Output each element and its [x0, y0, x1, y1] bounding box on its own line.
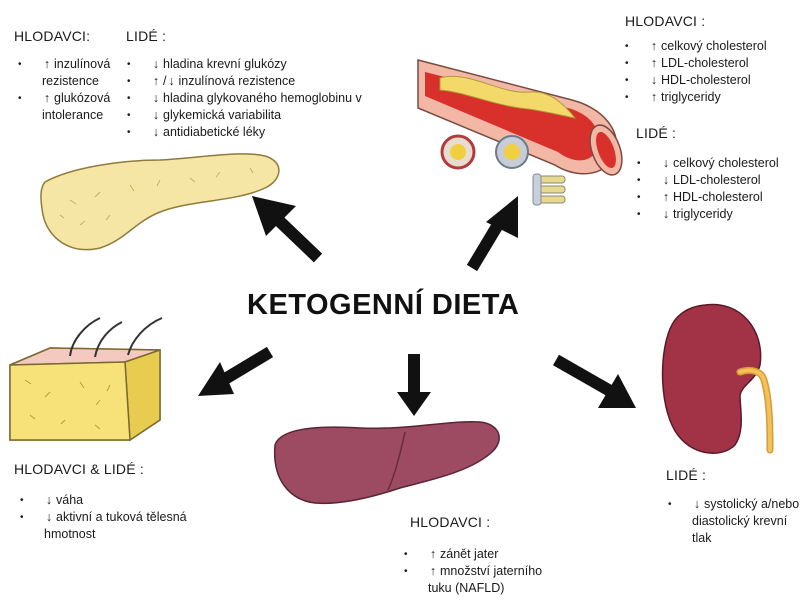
list-item: ↑množství jaterního tuku (NAFLD) — [404, 563, 569, 597]
arrow-down-icon: ↓ — [151, 56, 161, 73]
arrow-to-vessel — [472, 196, 518, 268]
list-item: ↑LDL-cholesterol — [625, 55, 810, 72]
vessel-humans-list: ↓celkový cholesterol ↓LDL-cholesterol ↑H… — [637, 155, 809, 223]
arrow-down-icon: ↓ — [661, 172, 671, 189]
arrow-up-icon: ↑ — [42, 56, 52, 73]
arrow-up-icon: ↑ — [649, 55, 659, 72]
list-item: ↓LDL-cholesterol — [637, 172, 809, 189]
adipose-list: ↓váha ↓aktivní a tuková tělesná hmotnost — [20, 492, 220, 543]
list-item: ↑triglyceridy — [625, 89, 810, 106]
adipose-tissue-illustration — [10, 318, 162, 440]
arrow-down-icon: ↓ — [692, 496, 702, 513]
arrow-to-kidney — [556, 360, 636, 408]
liver-list: ↑zánět jater ↑množství jaterního tuku (N… — [404, 546, 569, 597]
arrow-down-icon: ↓ — [151, 107, 161, 124]
list-item: ↓aktivní a tuková tělesná hmotnost — [20, 509, 220, 543]
arrow-to-pancreas — [252, 196, 318, 258]
list-item: ↓systolický a/nebo diastolický krevní tl… — [668, 496, 808, 547]
arrow-down-icon: ↓ — [151, 124, 161, 141]
pancreas-rodents-list: ↑inzulínová rezistence ↑glukózová intole… — [18, 56, 126, 124]
list-item: ↓glykemická variabilita — [127, 107, 412, 124]
list-item: ↑glukózová intolerance — [18, 90, 126, 124]
arrow-down-icon: ↓ — [649, 72, 659, 89]
list-item: ↑celkový cholesterol — [625, 38, 810, 55]
liver-illustration — [275, 422, 500, 504]
arrow-to-adipose — [198, 352, 270, 396]
kidney-illustration — [663, 304, 770, 453]
arrow-up-icon: ↑ — [649, 38, 659, 55]
arrow-down-icon: ↓ — [661, 155, 671, 172]
list-item: ↓hladina krevní glukózy — [127, 56, 412, 73]
list-item: ↓váha — [20, 492, 220, 509]
arrow-down-icon: ↓ — [166, 73, 176, 90]
kidney-header: LIDÉ : — [666, 467, 706, 483]
list-item: ↑HDL-cholesterol — [637, 189, 809, 206]
list-item: ↓triglyceridy — [637, 206, 809, 223]
arrow-up-icon: ↑ — [151, 73, 161, 90]
liver-header: HLODAVCI : — [410, 514, 490, 530]
arrow-to-liver — [397, 354, 431, 416]
pancreas-humans-list: ↓hladina krevní glukózy ↑/↓inzulínová re… — [127, 56, 412, 141]
arrow-up-icon: ↑ — [649, 89, 659, 106]
list-item: ↓celkový cholesterol — [637, 155, 809, 172]
list-item: ↑zánět jater — [404, 546, 569, 563]
list-item: ↑inzulínová rezistence — [18, 56, 126, 90]
arrow-down-icon: ↓ — [661, 206, 671, 223]
arrow-down-icon: ↓ — [44, 492, 54, 509]
arrow-up-icon: ↑ — [428, 546, 438, 563]
vessel-humans-header: LIDÉ : — [636, 125, 676, 141]
arrow-up-icon: ↑ — [42, 90, 52, 107]
blood-vessel-illustration — [418, 60, 628, 205]
arrow-up-icon: ↑ — [428, 563, 438, 580]
list-item: ↓HDL-cholesterol — [625, 72, 810, 89]
list-item: ↓antidiabetické léky — [127, 124, 412, 141]
arrow-down-icon: ↓ — [44, 509, 54, 526]
pancreas-rodents-header: HLODAVCI: — [14, 28, 90, 44]
pancreas-humans-header: LIDÉ : — [126, 28, 166, 44]
pancreas-illustration — [41, 154, 279, 250]
adipose-header: HLODAVCI & LIDÉ : — [14, 461, 144, 477]
arrow-down-icon: ↓ — [151, 90, 161, 107]
vessel-rodents-list: ↑celkový cholesterol ↑LDL-cholesterol ↓H… — [625, 38, 810, 106]
list-item: ↓hladina glykovaného hemoglobinu v — [127, 90, 412, 107]
list-item: ↑/↓inzulínová rezistence — [127, 73, 412, 90]
diagram-title: KETOGENNÍ DIETA — [247, 289, 519, 322]
kidney-list: ↓systolický a/nebo diastolický krevní tl… — [668, 496, 808, 547]
arrow-up-icon: ↑ — [661, 189, 671, 206]
vessel-rodents-header: HLODAVCI : — [625, 13, 705, 29]
